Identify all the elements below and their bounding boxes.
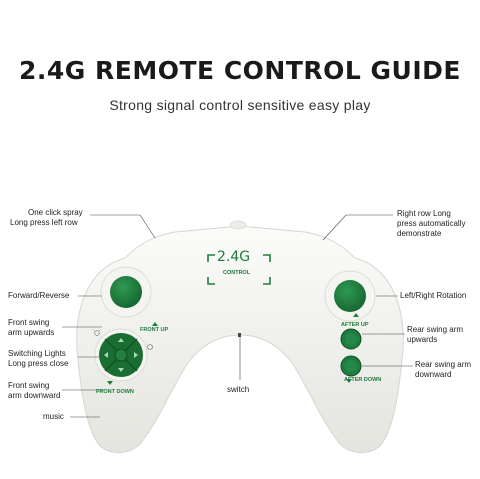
after-down-arrow-icon: [346, 379, 352, 383]
dpad-up-arrow-icon: [118, 338, 124, 342]
after-up-label: AFTER UP: [341, 322, 369, 328]
callout-left-right-rotation: Left/Right Rotation: [400, 291, 467, 300]
callout-switching-lights: Switching Lights Long press close: [8, 349, 68, 369]
callout-front-swing-down: Front swing arm downward: [8, 381, 60, 401]
left-stick: [110, 276, 142, 308]
power-switch: [238, 333, 241, 337]
top-nub: [229, 220, 247, 230]
badge-sub-text: CONTROL: [223, 270, 251, 276]
front-up-arrow-icon: [152, 322, 158, 326]
badge-main-text: 2.4G: [217, 249, 251, 265]
callout-rear-swing-down: Rear swing arm downward: [415, 360, 471, 380]
callout-rear-swing-down-line1: Rear swing arm: [415, 360, 472, 369]
callout-rear-swing-up-line2: upwards: [407, 335, 438, 344]
callout-switch: switch: [227, 385, 250, 394]
dpad-down-arrow-icon: [118, 368, 124, 372]
callout-right-row-line1: Right row Long: [397, 209, 451, 218]
callout-front-swing-down-line2: arm downward: [8, 391, 61, 400]
callout-forward-reverse: Forward/Reverse: [8, 291, 70, 300]
callout-music: music: [43, 412, 64, 421]
callout-one-click-spray-line2: Long press left row: [10, 218, 78, 227]
callout-rear-swing-up: Rear swing arm upwards: [407, 325, 463, 345]
callout-switching-lights-line2: Long press close: [8, 359, 69, 368]
music-icon: [147, 344, 153, 350]
front-down-arrow-icon: [107, 381, 113, 385]
after-down-label: AFTER DOWN: [344, 377, 382, 383]
callout-right-row-line2: press automatically: [397, 219, 466, 228]
callout-switching-lights-line1: Switching Lights: [8, 349, 66, 358]
badge-2-4g-icon: [207, 254, 271, 285]
light-bulb-icon: [93, 329, 101, 336]
after-up-arrow-icon: [353, 313, 359, 317]
right-stick: [334, 280, 366, 312]
front-up-label: FRONT UP: [140, 327, 169, 333]
front-down-label: FRONT DOWN: [96, 389, 134, 395]
callout-right-row: Right row Long press automatically demon…: [397, 209, 465, 239]
page-subtitle: Strong signal control sensitive easy pla…: [109, 97, 371, 113]
callout-one-click-spray-line1: One click spray: [28, 208, 83, 217]
callout-front-swing-up: Front swing arm upwards: [8, 318, 54, 338]
callout-front-swing-down-line1: Front swing: [8, 381, 50, 390]
callout-right-row-line3: demonstrate: [397, 229, 442, 238]
callout-rear-swing-up-line1: Rear swing arm: [407, 325, 464, 334]
page-title: 2.4G REMOTE CONTROL GUIDE: [19, 56, 461, 85]
callout-one-click-spray: One click spray Long press left row: [10, 208, 83, 228]
callout-front-swing-up-line2: arm upwards: [8, 328, 55, 337]
callout-front-swing-up-line1: Front swing: [8, 318, 50, 327]
callout-rear-swing-down-line2: downward: [415, 370, 452, 379]
